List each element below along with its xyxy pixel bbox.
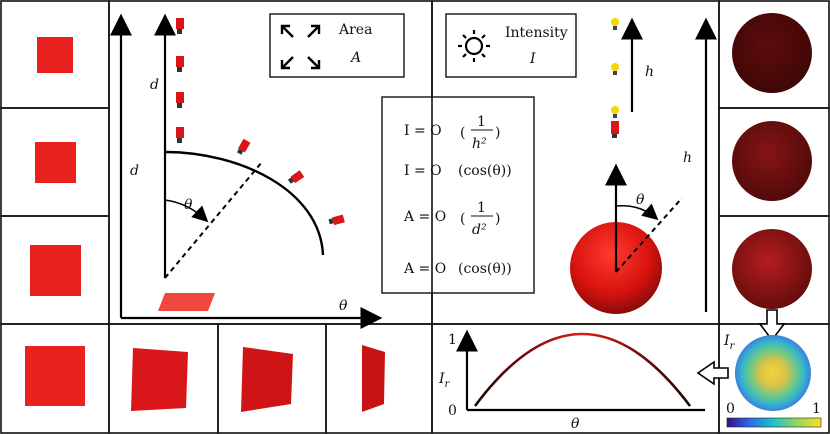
left-paren: ( bbox=[460, 125, 465, 141]
formula-area-distance: A = O ( 1 d² ) bbox=[403, 200, 500, 238]
intensity-legend-symbol: I bbox=[529, 51, 536, 67]
red-square-largest bbox=[25, 346, 85, 406]
colorbar-max-label: 1 bbox=[812, 401, 821, 417]
formula-numerator: 1 bbox=[477, 200, 486, 216]
h-label-side: h bbox=[683, 150, 692, 166]
sphere-dashed-line bbox=[615, 197, 683, 273]
theta-label-right: θ bbox=[636, 192, 645, 208]
camera-icon bbox=[176, 127, 184, 138]
colorbar bbox=[726, 417, 822, 428]
theta-axis-label: θ bbox=[339, 298, 348, 314]
skewed-quad-1 bbox=[131, 348, 188, 411]
camera-icon bbox=[611, 121, 619, 134]
intensity-legend-box bbox=[445, 13, 577, 78]
bulb-icon-base bbox=[613, 71, 617, 75]
hollow-left-arrow bbox=[696, 360, 729, 386]
camera-icons-vertical bbox=[176, 18, 184, 143]
right-diagram: Intensity I h θ h bbox=[445, 13, 717, 314]
camera-icon bbox=[176, 92, 184, 103]
heatmap-label: Ir bbox=[723, 333, 736, 352]
left-paren: ( bbox=[460, 211, 465, 227]
bulb-icon-base bbox=[613, 114, 617, 118]
formula-denominator: h² bbox=[472, 136, 487, 152]
left-tile-column bbox=[0, 0, 110, 434]
bulb-icon bbox=[611, 106, 619, 114]
theta-label-left: θ bbox=[184, 197, 193, 213]
bulb-icons bbox=[611, 18, 619, 138]
camera-icon bbox=[176, 56, 184, 67]
formula-lhs: I = O bbox=[404, 163, 442, 179]
dark-sphere bbox=[732, 13, 812, 93]
left-diagram: θ d d θ Area A bbox=[110, 13, 405, 329]
formula-area-angle: A = O (cos(θ)) bbox=[403, 261, 512, 277]
response-y-max-tick: 1 bbox=[448, 332, 457, 348]
theta-arc-left bbox=[164, 199, 209, 223]
formula-list: I = O ( 1 h² ) I = O (cos(θ)) A = O ( 1 … bbox=[403, 114, 512, 277]
camera-icon bbox=[176, 18, 184, 29]
right-paren: ) bbox=[495, 125, 500, 141]
h-label-top: h bbox=[645, 64, 654, 80]
red-square-large bbox=[30, 245, 81, 296]
bulb-icon-base bbox=[613, 26, 617, 30]
intensity-legend-title: Intensity bbox=[505, 25, 568, 41]
sun-icon bbox=[458, 30, 490, 62]
colorbar-min-label: 0 bbox=[726, 401, 735, 417]
hollow-down-arrow bbox=[758, 309, 786, 342]
response-x-label: θ bbox=[571, 416, 580, 432]
theta-arc-right bbox=[615, 203, 659, 221]
response-plot: 1 0 Ir θ bbox=[438, 329, 729, 432]
response-curve bbox=[473, 332, 692, 407]
camera-icon bbox=[238, 138, 251, 153]
skewed-quad-3 bbox=[362, 345, 385, 412]
camera-icon-lens bbox=[612, 134, 617, 138]
area-legend-title: Area bbox=[338, 22, 372, 38]
formula-numerator: 1 bbox=[477, 114, 486, 130]
right-paren: ) bbox=[495, 211, 500, 227]
camera-arc bbox=[164, 150, 325, 256]
area-legend-box bbox=[269, 13, 405, 78]
camera-icon-lens bbox=[287, 177, 295, 184]
response-y-min-tick: 0 bbox=[448, 403, 457, 419]
camera-icon-lens bbox=[328, 218, 334, 225]
camera-icon bbox=[332, 214, 345, 226]
red-square-small bbox=[37, 37, 73, 73]
red-floor-patch bbox=[158, 293, 215, 311]
camera-icon-lens bbox=[236, 148, 244, 155]
bulb-icon bbox=[611, 18, 619, 26]
formula-denominator: d² bbox=[472, 222, 487, 238]
camera-icon-lens bbox=[177, 138, 182, 143]
area-legend-symbol: A bbox=[349, 50, 361, 66]
response-y-label: Ir bbox=[438, 371, 451, 390]
formula-intensity-angle: I = O (cos(θ)) bbox=[404, 163, 512, 179]
intensity-heatmap-disc bbox=[735, 335, 811, 411]
bright-sphere bbox=[732, 229, 812, 309]
formula-lhs: A = O bbox=[403, 261, 446, 277]
formula-argument: (cos(θ)) bbox=[458, 261, 512, 277]
formula-argument: (cos(θ)) bbox=[458, 163, 512, 179]
bulb-icon bbox=[611, 63, 619, 71]
formula-lhs: I = O bbox=[404, 123, 442, 139]
camera-icon bbox=[290, 170, 305, 184]
camera-icon-lens bbox=[177, 103, 182, 108]
expand-arrows-icon bbox=[280, 24, 321, 70]
camera-icons-arc bbox=[236, 138, 345, 226]
camera-icon-lens bbox=[177, 29, 182, 34]
d-label-top: d bbox=[150, 77, 159, 93]
mid-sphere bbox=[732, 121, 812, 201]
formula-box bbox=[381, 96, 535, 294]
red-square-medium bbox=[35, 142, 76, 183]
right-sphere-column: Ir 0 1 bbox=[718, 0, 830, 434]
formula-lhs: A = O bbox=[403, 209, 446, 225]
dashed-view-line bbox=[164, 161, 263, 279]
bottom-tile-row bbox=[108, 323, 433, 434]
d-label-side: d bbox=[130, 163, 139, 179]
skewed-quad-2 bbox=[241, 347, 293, 412]
camera-icon-lens bbox=[177, 67, 182, 72]
